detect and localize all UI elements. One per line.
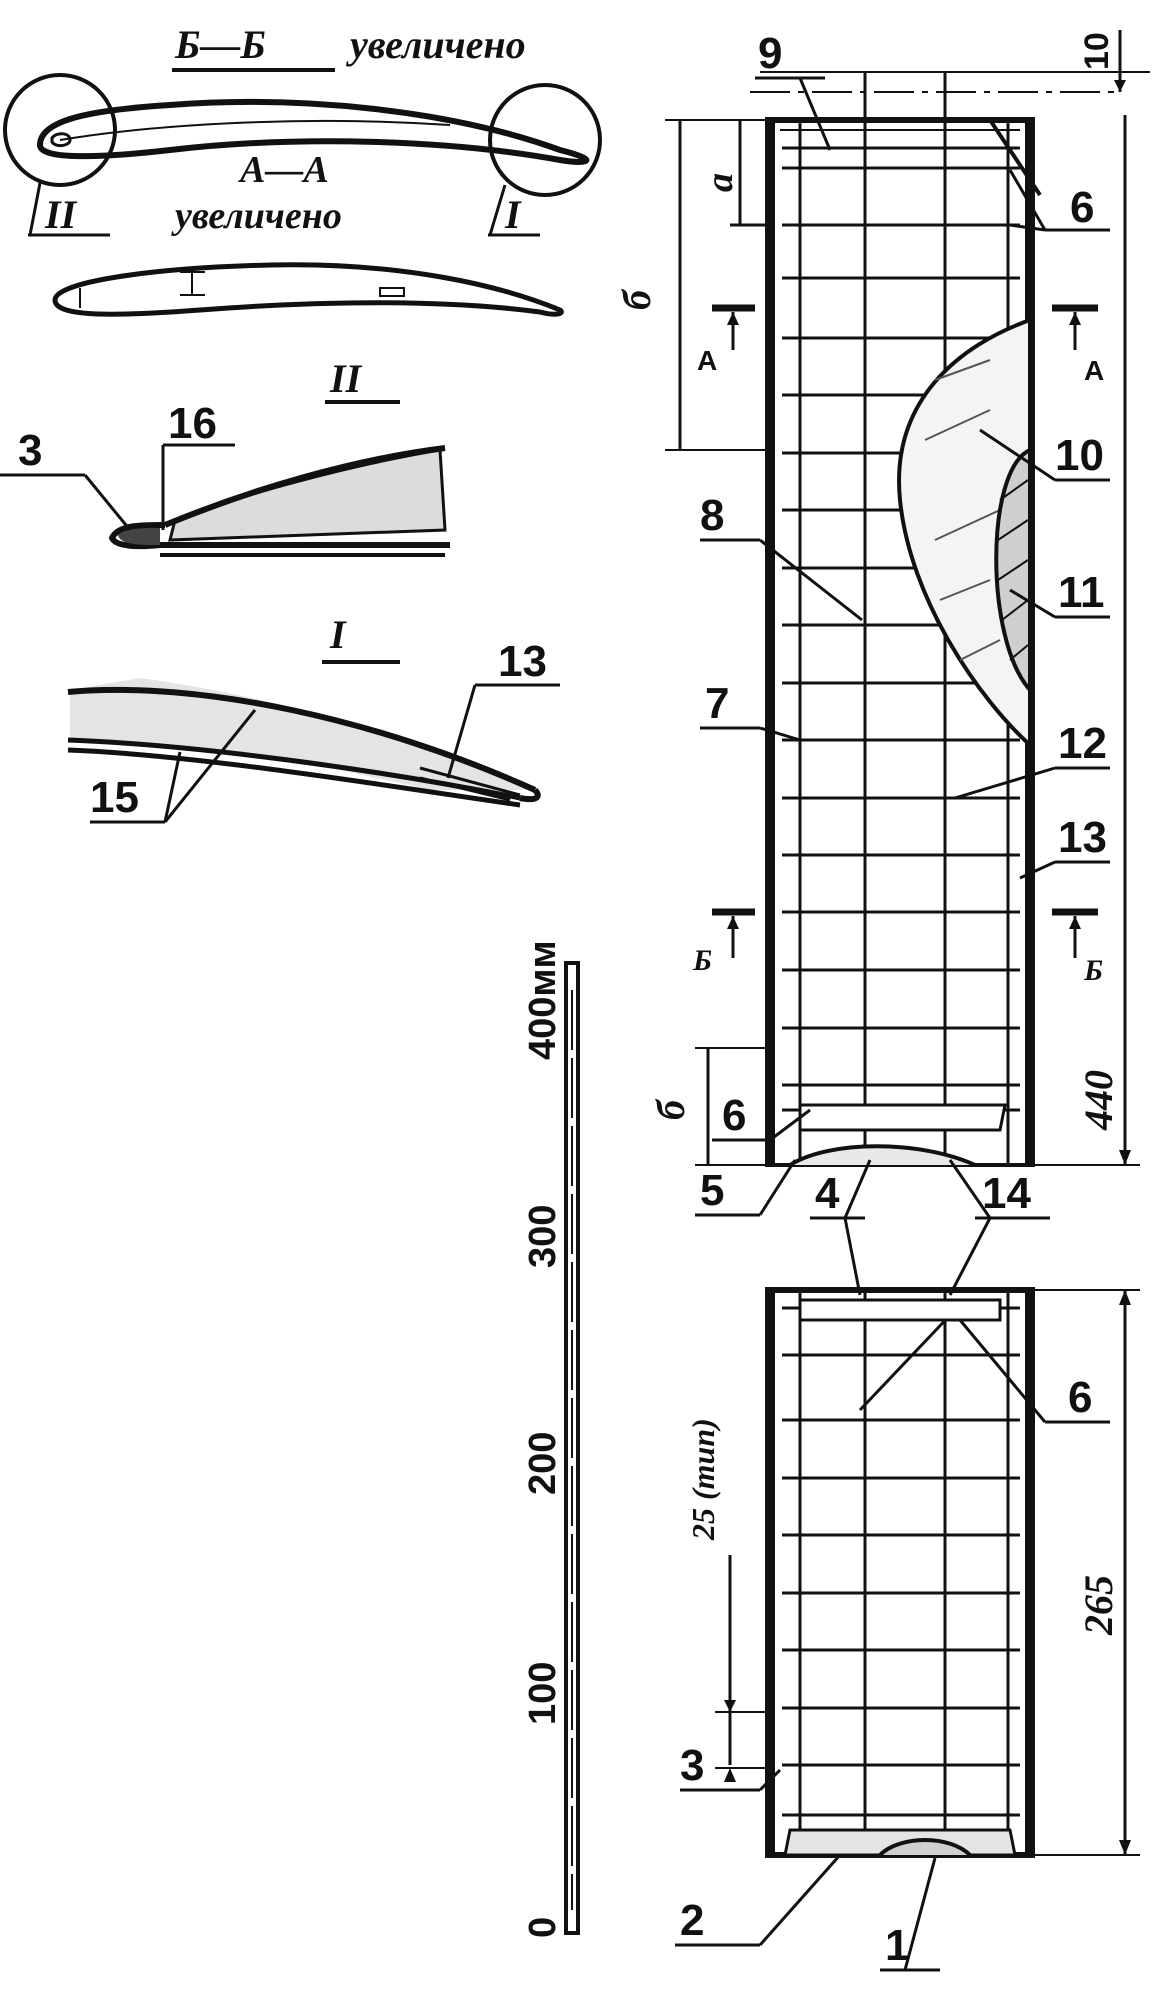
section-mark-a-left: А	[697, 345, 717, 376]
scale-bar: 0 100 200 300 400мм	[522, 940, 580, 1938]
callout-6-top: 6	[1070, 183, 1094, 232]
dim-265: 265	[1076, 1575, 1121, 1636]
callout-15: 15	[90, 773, 139, 822]
callout-11: 11	[1058, 568, 1105, 617]
callout-13-panel: 13	[1058, 813, 1107, 862]
section-bb-title: Б—Б	[174, 22, 266, 67]
callout-4: 4	[815, 1169, 840, 1218]
section-mark-b-right: Б	[1083, 954, 1103, 987]
detail-i-title: I	[329, 612, 347, 657]
scale-tick-300: 300	[522, 1205, 564, 1268]
callout-3-lower: 3	[680, 1741, 704, 1790]
detail-ii-callout: II	[44, 192, 78, 237]
callout-5: 5	[700, 1166, 724, 1215]
section-mark-a-right: А	[1084, 355, 1104, 386]
callout-8: 8	[700, 491, 724, 540]
dim-10: 10	[1078, 32, 1116, 70]
section-bb-zoom-label: увеличено	[346, 22, 526, 67]
panel-callouts: 9 6 10 11 12 13 8 7 6 5	[675, 29, 1110, 1972]
upper-wing-panel: 10	[614, 30, 1150, 1167]
dim-a: a	[699, 173, 741, 192]
callout-16: 16	[168, 399, 217, 448]
callout-1: 1	[885, 1921, 909, 1970]
dim-25-typ: 25 (тип)	[685, 1418, 721, 1541]
scale-tick-0: 0	[522, 1917, 564, 1938]
section-aa-view: А—А увеличено	[52, 149, 564, 317]
dim-b-bottom: б	[648, 1098, 693, 1120]
callout-10: 10	[1055, 431, 1104, 480]
section-aa-title: А—А	[238, 149, 329, 191]
detail-i-view: I 15 13	[67, 612, 560, 824]
callout-12: 12	[1058, 719, 1107, 768]
section-bb-view: Б—Б увеличено II I	[3, 22, 602, 237]
section-aa-zoom-label: увеличено	[171, 195, 342, 237]
dim-440: 440	[1076, 1070, 1121, 1131]
callout-13-detail: 13	[498, 637, 547, 686]
scale-tick-100: 100	[522, 1662, 564, 1725]
section-mark-b-left: Б	[692, 944, 712, 977]
callout-3-top: 3	[18, 426, 42, 475]
detail-i-callout: I	[504, 192, 522, 237]
scale-tick-200: 200	[522, 1432, 564, 1495]
callout-2: 2	[680, 1896, 704, 1945]
detail-ii-view: II 3 16	[0, 356, 450, 557]
callout-6-mid: 6	[722, 1091, 746, 1140]
callout-14: 14	[982, 1169, 1031, 1218]
dim-b-top: б	[614, 288, 659, 310]
callout-9: 9	[758, 29, 782, 78]
callout-7: 7	[705, 679, 729, 728]
lower-wing-panel: 265 25 (тип)	[685, 1287, 1140, 1858]
scale-tick-400mm: 400мм	[522, 940, 564, 1060]
detail-ii-title: II	[329, 356, 363, 401]
callout-6-lower: 6	[1068, 1373, 1092, 1422]
